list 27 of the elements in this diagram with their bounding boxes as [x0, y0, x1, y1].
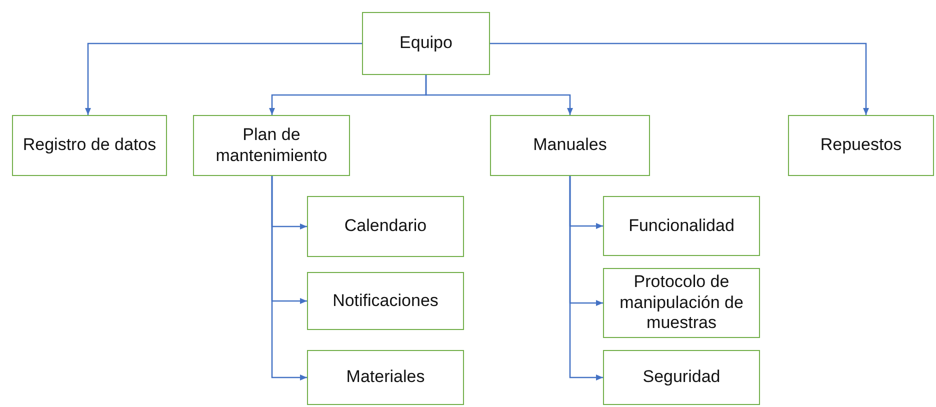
box-label: Plan de mantenimiento — [214, 125, 328, 166]
process-box — [490, 115, 650, 176]
box-label: Funcionalidad — [628, 216, 734, 236]
connector-arrow — [490, 42, 869, 115]
process-box — [362, 12, 490, 75]
box-label: Protocolo de manipulación de muestras — [618, 272, 744, 334]
connector-arrow — [569, 176, 603, 380]
process-box — [307, 196, 464, 257]
box-label: Materiales — [346, 367, 425, 388]
process-box — [603, 350, 760, 405]
process-box — [307, 350, 464, 405]
box-label: Registro de datos — [22, 135, 156, 156]
box-label: Equipo — [400, 33, 452, 54]
connector-arrow — [271, 176, 307, 380]
process-box — [603, 268, 760, 338]
box-label: Calendario — [344, 216, 427, 237]
process-box — [307, 272, 464, 330]
connector-arrow — [425, 75, 573, 115]
box-label: Seguridad — [642, 367, 720, 388]
box-label: Manuales — [533, 135, 607, 156]
process-box — [193, 115, 350, 176]
process-box — [603, 196, 760, 256]
box-label: Repuestos — [820, 135, 902, 156]
process-box — [12, 115, 167, 176]
process-box — [788, 115, 934, 176]
box-label: Notificaciones — [332, 290, 438, 312]
connector-arrow — [85, 42, 362, 115]
